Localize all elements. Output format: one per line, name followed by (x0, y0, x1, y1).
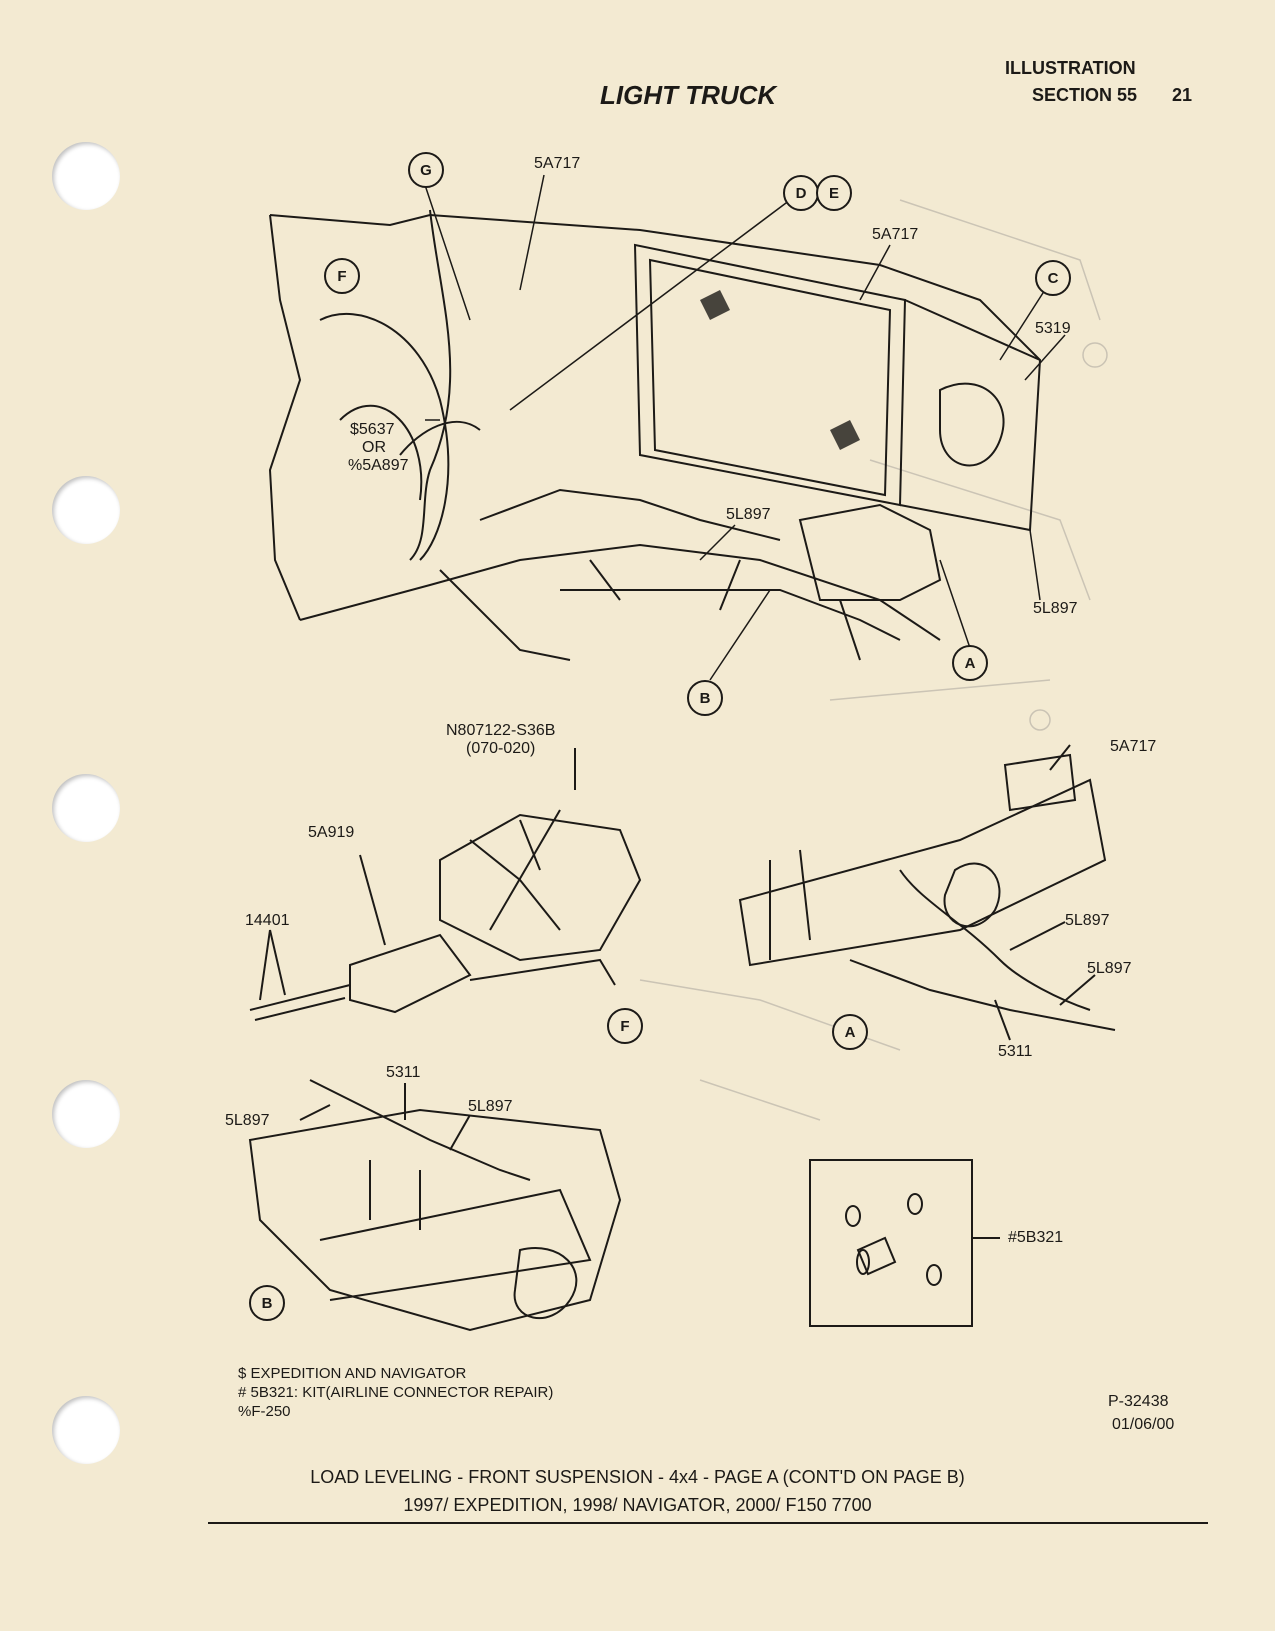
detail-b-drawing (248, 1079, 622, 1332)
callout-detail-b: B (249, 1285, 285, 1321)
footer-line-1: LOAD LEVELING - FRONT SUSPENSION - 4x4 -… (310, 1467, 965, 1487)
legend-line: # 5B321: KIT(AIRLINE CONNECTOR REPAIR) (238, 1384, 554, 1401)
callout-c: C (1035, 260, 1071, 296)
detail-a-drawing (738, 744, 1116, 1041)
label-alt-part-1: $5637 (350, 421, 395, 438)
label-bolt-part: N807122-S36B (446, 722, 556, 739)
ink-marks (700, 290, 860, 450)
label-alt-part-2: %5A897 (348, 457, 409, 474)
top-view-drawing (268, 209, 1042, 661)
callout-a: A (952, 645, 988, 681)
footer-line-2: 1997/ EXPEDITION, 1998/ NAVIGATOR, 2000/… (403, 1495, 872, 1515)
section-number: SECTION 55 (1032, 85, 1138, 105)
binder-hole (52, 774, 120, 842)
label-compressor: 5319 (1035, 320, 1071, 337)
bleed-through-art (639, 199, 1108, 1121)
label-module: 5A919 (308, 824, 355, 841)
footer-rule (208, 1522, 1208, 1524)
label-air-line-right: 5A717 (872, 226, 919, 243)
illustration-heading: ILLUSTRATION (1005, 58, 1136, 78)
label-kit: #5B321 (1008, 1229, 1064, 1246)
label-b-hose-left: 5L897 (225, 1112, 270, 1129)
label-a-hose-lower: 5L897 (1087, 960, 1132, 977)
detail-f-drawing (249, 748, 642, 1021)
callout-f: F (324, 258, 360, 294)
page-number: 21 (1172, 85, 1193, 105)
callout-d: D (783, 175, 819, 211)
drawing-number: P-32438 (1108, 1393, 1169, 1410)
label-a-air-line: 5A717 (1110, 738, 1157, 755)
callout-detail-a: A (832, 1014, 868, 1050)
label-air-line-upper: 5A717 (534, 155, 581, 172)
binder-hole (52, 1396, 120, 1464)
label-harness: 14401 (245, 912, 290, 929)
callout-detail-f: F (607, 1008, 643, 1044)
binder-hole (52, 142, 120, 210)
label-hose-center: 5L897 (726, 506, 771, 523)
page-title: LIGHT TRUCK (600, 80, 777, 110)
callout-b: B (687, 680, 723, 716)
callout-e: E (816, 175, 852, 211)
callout-g: G (408, 152, 444, 188)
label-hose-right: 5L897 (1033, 600, 1078, 617)
label-a-hose-upper: 5L897 (1065, 912, 1110, 929)
label-bolt-torque: (070-020) (466, 740, 536, 757)
legend-line: %F-250 (238, 1403, 291, 1420)
top-view-leader-lines (424, 174, 1066, 681)
legend-line: $ EXPEDITION AND NAVIGATOR (238, 1365, 467, 1382)
label-a-fitting: 5311 (998, 1043, 1033, 1060)
label-b-fitting: 5311 (386, 1064, 421, 1081)
kit-box (809, 1159, 1000, 1327)
drawing-date: 01/06/00 (1112, 1416, 1175, 1433)
binder-hole (52, 1080, 120, 1148)
label-b-hose-right: 5L897 (468, 1098, 513, 1115)
binder-hole (52, 476, 120, 544)
label-or: OR (362, 439, 386, 456)
